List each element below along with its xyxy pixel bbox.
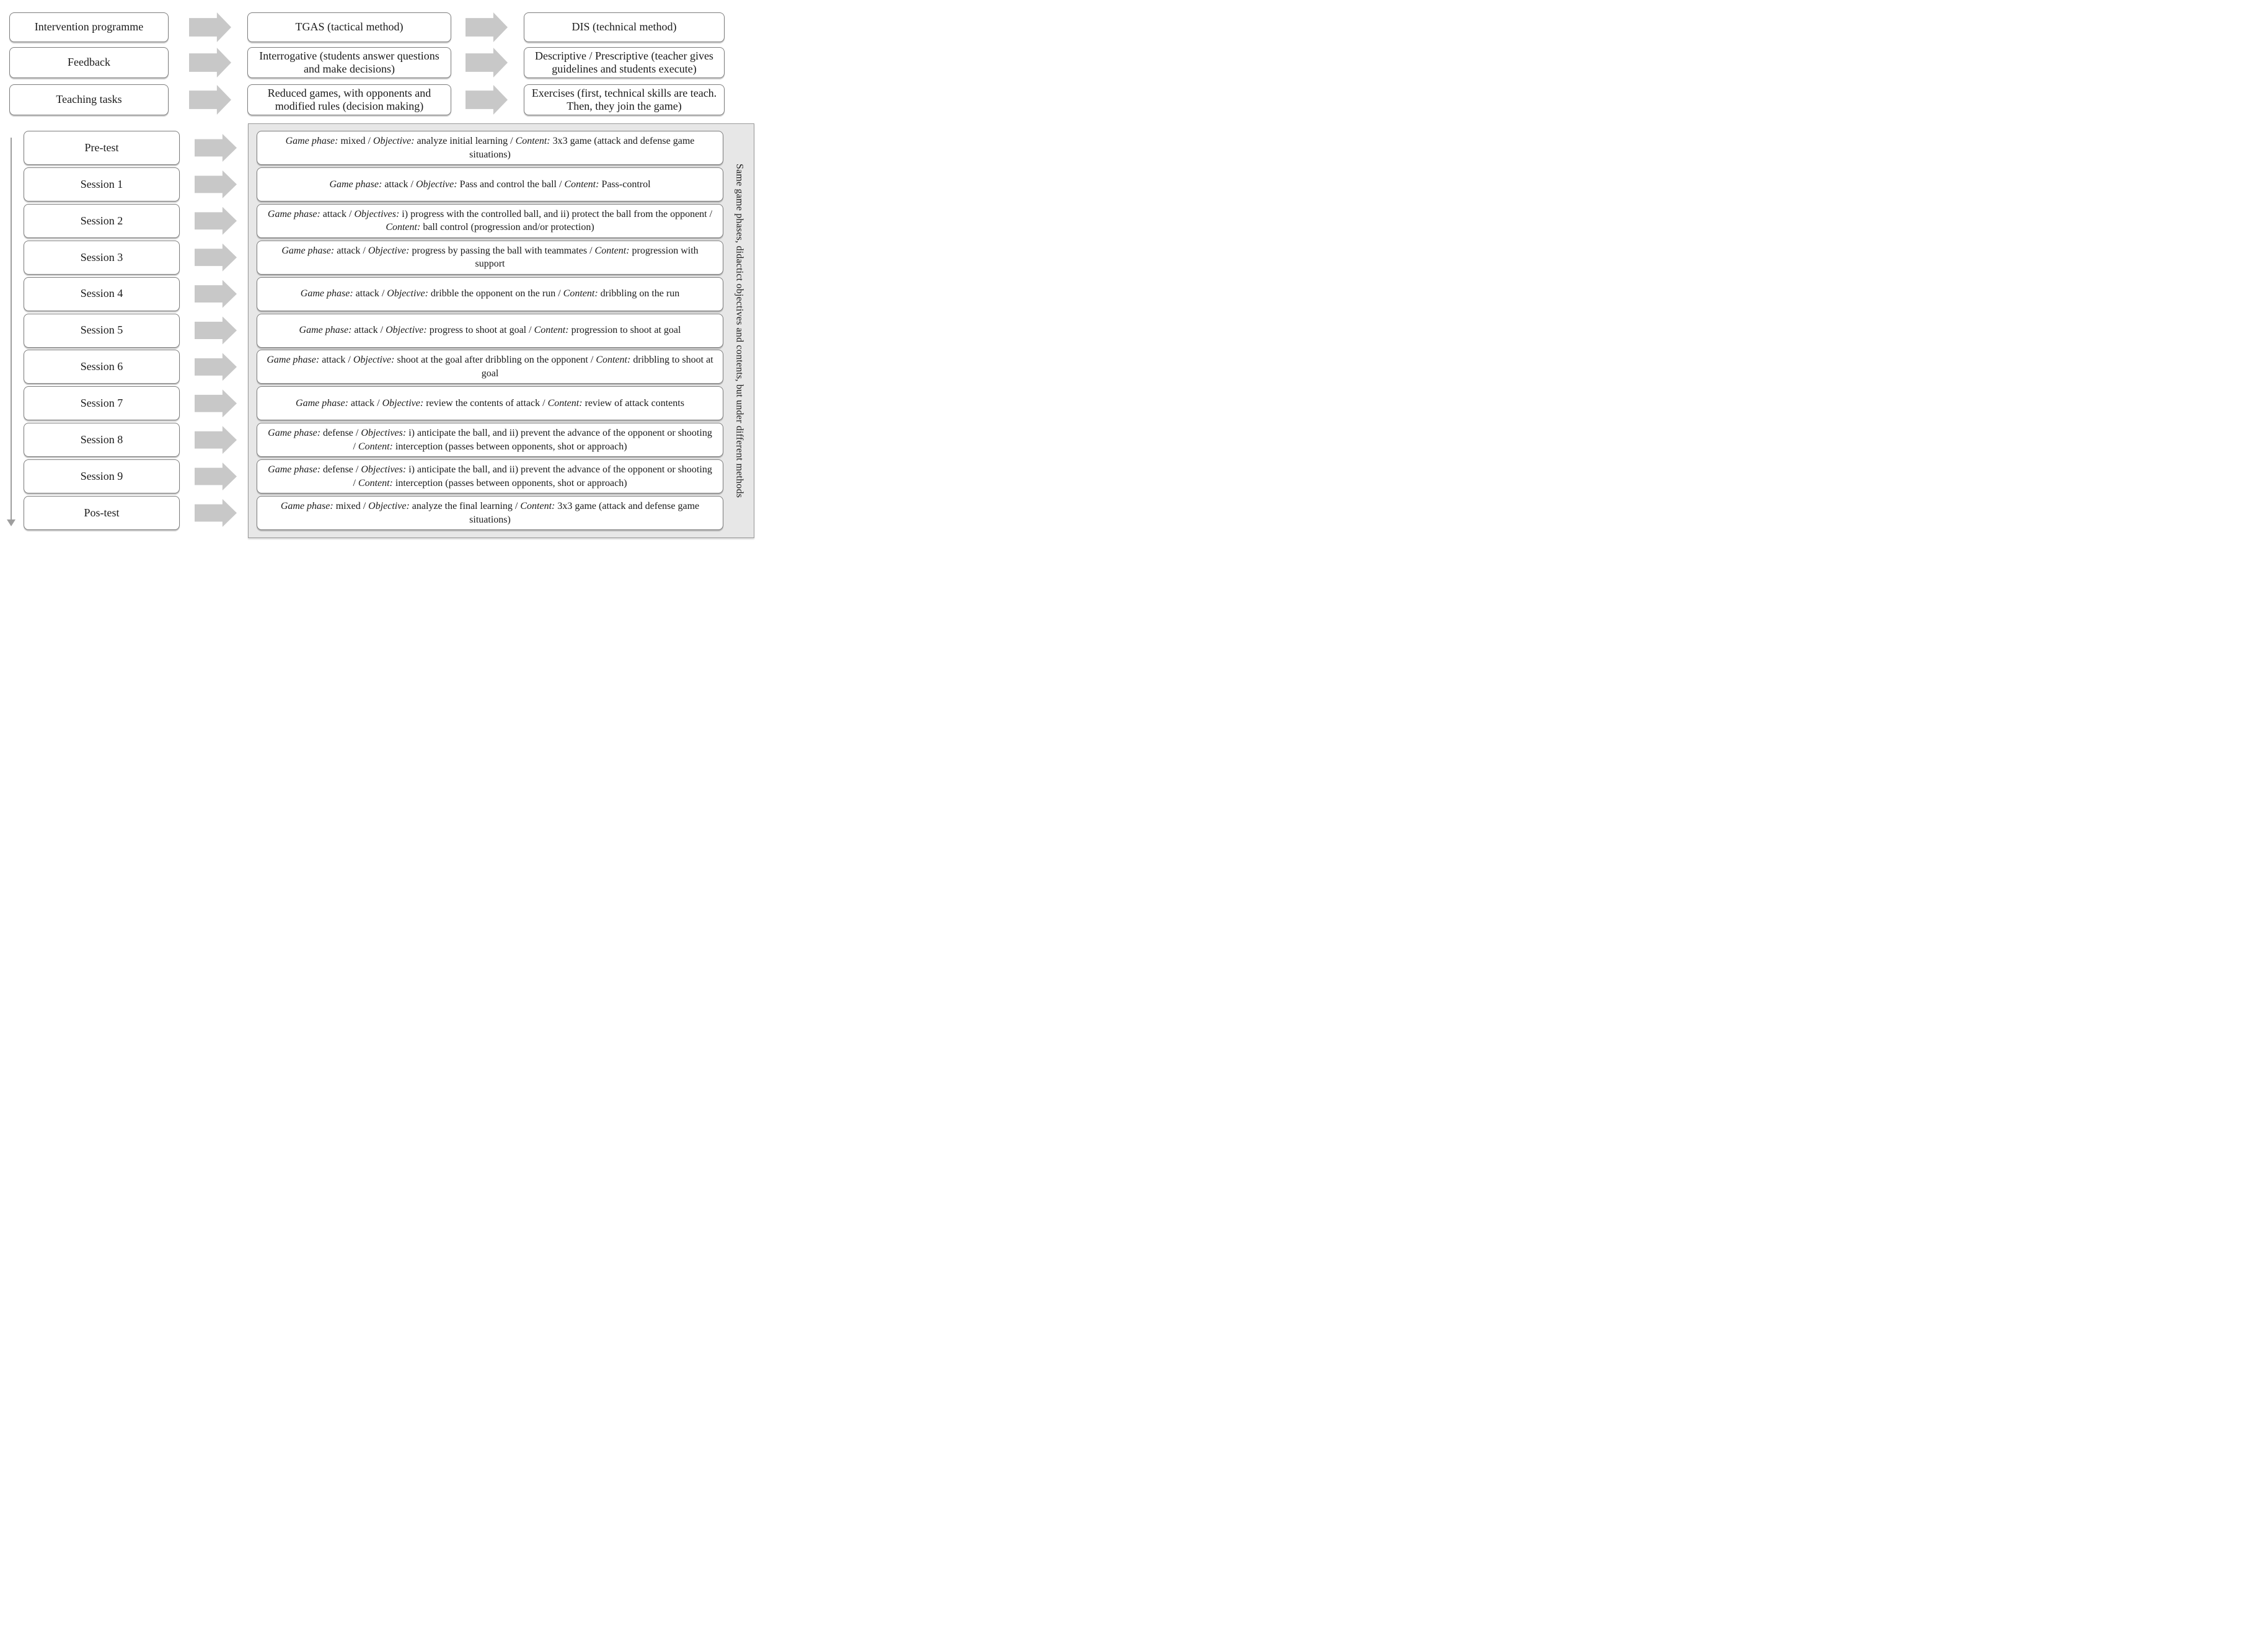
session-label-box: Session 2	[24, 203, 180, 238]
right-arrow-icon	[189, 48, 231, 77]
session-content-box: Game phase: mixed / Objective: analyze t…	[257, 496, 723, 530]
session-content-text: Game phase: attack / Objective: shoot at…	[267, 355, 713, 379]
header-box-descriptive: Descriptive / Prescriptive (teacher give…	[524, 47, 725, 78]
timeline-down-arrow-icon	[7, 519, 15, 526]
session-content-box: Game phase: attack / Objective: progress…	[257, 313, 723, 348]
right-arrow-icon	[189, 85, 231, 115]
session-content-text: Game phase: attack / Objective: progress…	[281, 245, 699, 270]
header-box-tgas: TGAS (tactical method)	[247, 12, 451, 42]
right-arrow-icon	[195, 280, 237, 308]
session-content-text: Game phase: mixed / Objective: analyze i…	[285, 135, 695, 160]
session-label: Session 8	[80, 433, 123, 446]
session-row: Session 4 Game phase: attack / Objective…	[0, 276, 756, 311]
session-label-box: Pre-test	[24, 131, 180, 165]
right-arrow-icon	[195, 134, 237, 162]
right-arrow-icon	[195, 206, 237, 235]
session-content-text: Game phase: defense / Objectives: i) ant…	[268, 464, 712, 488]
header-box-teaching-tasks: Teaching tasks	[9, 84, 169, 115]
session-label-box: Session 3	[24, 240, 180, 275]
session-row: Pre-test Game phase: mixed / Objective: …	[0, 131, 756, 165]
right-arrow-icon	[466, 85, 508, 115]
right-arrow-icon	[195, 389, 237, 418]
header-box-intervention-programme: Intervention programme	[9, 12, 169, 42]
header-label: Feedback	[68, 56, 110, 69]
session-row: Session 5 Game phase: attack / Objective…	[0, 313, 756, 348]
header-box-exercises: Exercises (first, technical skills are t…	[524, 84, 725, 115]
session-label: Session 2	[80, 214, 123, 227]
session-rows: Pre-test Game phase: mixed / Objective: …	[0, 131, 756, 540]
session-content-box: Game phase: attack / Objective: dribble …	[257, 276, 723, 311]
header-box-dis: DIS (technical method)	[524, 12, 725, 42]
session-label: Pre-test	[84, 141, 119, 154]
session-content-text: Game phase: attack / Objectives: i) prog…	[267, 208, 713, 233]
session-row: Session 8 Game phase: defense / Objectiv…	[0, 423, 756, 457]
right-arrow-icon	[195, 462, 237, 491]
right-arrow-icon	[195, 316, 237, 345]
session-content-box: Game phase: mixed / Objective: analyze i…	[257, 131, 723, 165]
session-content-text: Game phase: attack / Objective: progress…	[299, 325, 681, 336]
header-label: Intervention programme	[34, 20, 144, 33]
session-content-box: Game phase: attack / Objective: Pass and…	[257, 167, 723, 201]
right-arrow-icon	[195, 426, 237, 454]
header-label: Teaching tasks	[56, 93, 122, 106]
session-content-text: Game phase: attack / Objective: review t…	[296, 398, 684, 409]
session-label-box: Session 1	[24, 167, 180, 201]
session-label-box: Session 9	[24, 459, 180, 494]
session-label: Session 7	[80, 397, 123, 410]
session-content-text: Game phase: attack / Objective: dribble …	[300, 288, 680, 299]
session-label: Session 1	[80, 177, 123, 190]
right-arrow-icon	[195, 170, 237, 198]
header-label: TGAS (tactical method)	[295, 20, 404, 33]
header-box-interrogative: Interrogative (students answer questions…	[247, 47, 451, 78]
right-arrow-icon	[466, 12, 508, 42]
session-label-box: Session 8	[24, 423, 180, 457]
header-label: Descriptive / Prescriptive (teacher give…	[535, 49, 713, 75]
side-note: Same game phases, didactict objectives a…	[734, 163, 745, 498]
session-label: Session 3	[80, 250, 123, 263]
session-row: Session 6 Game phase: attack / Objective…	[0, 350, 756, 384]
session-content-text: Game phase: mixed / Objective: analyze t…	[280, 500, 700, 525]
right-arrow-icon	[195, 353, 237, 381]
header-box-feedback: Feedback	[9, 47, 169, 78]
right-arrow-icon	[466, 48, 508, 77]
session-row: Session 2 Game phase: attack / Objective…	[0, 203, 756, 238]
right-arrow-icon	[195, 499, 237, 527]
session-content-box: Game phase: attack / Objectives: i) prog…	[257, 203, 723, 238]
session-row: Session 1 Game phase: attack / Objective…	[0, 167, 756, 201]
session-content-box: Game phase: defense / Objectives: i) ant…	[257, 459, 723, 494]
session-label: Session 4	[80, 287, 123, 300]
right-arrow-icon	[189, 12, 231, 42]
header-label: Reduced games, with opponents and modifi…	[267, 86, 431, 112]
session-content-text: Game phase: attack / Objective: Pass and…	[329, 179, 651, 190]
header-label: DIS (technical method)	[571, 20, 677, 33]
session-content-box: Game phase: attack / Objective: shoot at…	[257, 350, 723, 384]
session-content-box: Game phase: defense / Objectives: i) ant…	[257, 423, 723, 457]
session-label-box: Session 6	[24, 350, 180, 384]
header-label: Exercises (first, technical skills are t…	[531, 86, 717, 112]
session-label-box: Pos-test	[24, 496, 180, 530]
right-arrow-icon	[195, 243, 237, 272]
session-row: Session 3 Game phase: attack / Objective…	[0, 240, 756, 275]
timeline-line	[11, 138, 12, 521]
session-content-box: Game phase: attack / Objective: progress…	[257, 240, 723, 275]
session-label: Pos-test	[84, 506, 120, 519]
session-label: Session 9	[80, 469, 123, 482]
header-box-reduced-games: Reduced games, with opponents and modifi…	[247, 84, 451, 115]
session-content-text: Game phase: defense / Objectives: i) ant…	[268, 428, 712, 452]
session-label: Session 6	[80, 360, 123, 373]
session-label-box: Session 7	[24, 386, 180, 421]
intervention-programme-diagram: Intervention programme TGAS (tactical me…	[0, 0, 756, 542]
session-label-box: Session 5	[24, 313, 180, 348]
session-row: Pos-test Game phase: mixed / Objective: …	[0, 496, 756, 530]
session-label-box: Session 4	[24, 276, 180, 311]
session-content-box: Game phase: attack / Objective: review t…	[257, 386, 723, 421]
header-label: Interrogative (students answer questions…	[259, 49, 439, 75]
session-row: Session 9 Game phase: defense / Objectiv…	[0, 459, 756, 494]
session-row: Session 7 Game phase: attack / Objective…	[0, 386, 756, 421]
session-label: Session 5	[80, 324, 123, 337]
